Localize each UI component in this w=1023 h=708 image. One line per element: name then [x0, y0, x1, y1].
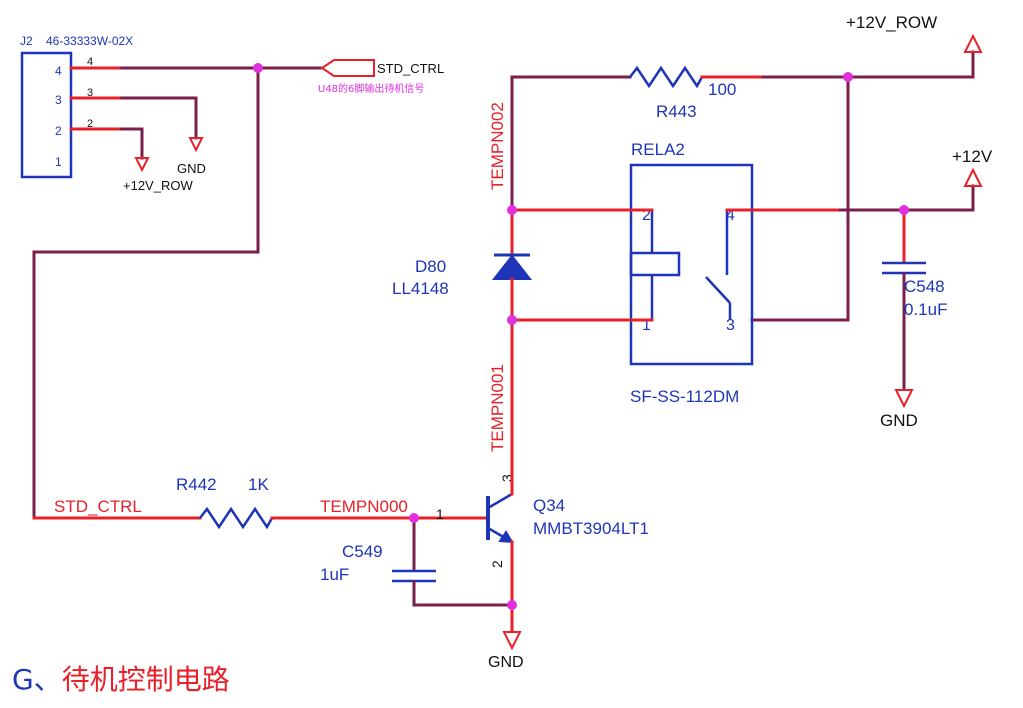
- rela2-ref: RELA2: [631, 140, 685, 159]
- relay-rela2: RELA2 SF-SS-112DM 2 4 1 3: [629, 140, 754, 406]
- gnd-label: GND: [177, 161, 206, 176]
- connector-j2: J2 46-33333W-02X 4 3 2 1 4 3 2: [20, 34, 133, 179]
- resistor-zigzag-icon: [199, 506, 274, 530]
- wire-pin2-12vrow: [120, 127, 144, 160]
- relay-body: [629, 163, 754, 366]
- junction-dot: [507, 315, 517, 325]
- wire-12vrow: [700, 50, 975, 79]
- r442-ref: R442: [176, 475, 217, 494]
- gnd-symbol-connector: GND: [177, 137, 206, 176]
- emitter-arrow-icon: [498, 530, 514, 544]
- connector-pin-label: 4: [55, 64, 62, 78]
- junction-dot: [409, 513, 419, 523]
- v12row-label: +12V_ROW: [846, 13, 937, 32]
- diode-triangle-icon: [491, 254, 533, 280]
- std-ctrl-note: U48的6脚输出待机信号: [318, 82, 424, 95]
- power-arrow-icon: [963, 33, 983, 53]
- relay-pin-label: 4: [726, 207, 735, 224]
- std-ctrl-port: STD_CTRL U48的6脚输出待机信号: [318, 59, 444, 95]
- c549-ref: C549: [342, 542, 383, 561]
- connector-ref: J2: [20, 34, 33, 48]
- c548-ref: C548: [904, 277, 945, 296]
- capacitor-c548: C548 0.1uF: [882, 208, 947, 390]
- c549-value: 1uF: [320, 565, 349, 584]
- relay-pin-label: 3: [726, 317, 735, 334]
- wire-std-ctrl: [32, 66, 260, 520]
- gnd-symbol-q34: GND: [488, 631, 524, 671]
- connector-pin-number: 4: [87, 56, 93, 68]
- caption-letter: G、: [12, 663, 62, 696]
- rela2-value: SF-SS-112DM: [630, 387, 739, 406]
- wire-relay-contact3: [750, 75, 850, 322]
- tempn000-label: TEMPN000: [320, 497, 408, 516]
- power-symbol-12vrow: +12V_ROW: [846, 13, 983, 53]
- transistor-q34: 1 2 3 Q34 MMBT3904LT1: [436, 474, 649, 568]
- resistor-r443: R443 100: [629, 65, 736, 121]
- q34-ref: Q34: [533, 496, 565, 515]
- c548-value: 0.1uF: [904, 300, 947, 319]
- caption-title: 待机控制电路: [61, 663, 230, 696]
- q34-value: MMBT3904LT1: [533, 519, 649, 538]
- connector-pin-number: 2: [87, 118, 93, 130]
- ground-arrow-icon: [188, 137, 204, 153]
- r443-value: 100: [708, 80, 736, 99]
- diode-d80: D80 LL4148: [392, 208, 533, 322]
- ground-arrow-icon: [894, 389, 914, 409]
- connector-pin-label: 1: [55, 155, 62, 169]
- r443-ref: R443: [656, 102, 697, 121]
- d80-ref: D80: [415, 257, 446, 276]
- wire-pin3-gnd: [120, 96, 198, 140]
- relay-pin-label: 2: [642, 207, 651, 224]
- gnd-label: GND: [880, 411, 918, 430]
- power-symbol-12v: +12V: [952, 147, 993, 187]
- junction-dot: [253, 63, 263, 73]
- tempn002-label: TEMPN002: [488, 102, 507, 190]
- wire-tempn002: [510, 75, 632, 212]
- r442-value: 1K: [248, 475, 269, 494]
- wire-12v: [838, 184, 975, 212]
- relay-switch-icon: [705, 276, 731, 304]
- connector-pin-label: 2: [55, 124, 62, 138]
- relay-pin-label: 1: [642, 317, 651, 334]
- ground-arrow-icon: [502, 631, 522, 651]
- junction-dot: [507, 600, 517, 610]
- figure-caption: G、待机控制电路: [12, 662, 230, 698]
- power-symbol-connector: +12V_ROW: [123, 157, 193, 193]
- gnd-label: GND: [488, 654, 524, 671]
- capacitor-c549: C549 1uF: [320, 516, 436, 607]
- transistor-collector-icon: [487, 492, 513, 510]
- connector-part: 46-33333W-02X: [46, 34, 133, 48]
- connector-pin-number: 3: [87, 87, 93, 99]
- tempn001-label: TEMPN001: [488, 364, 507, 452]
- connector-body: [20, 51, 73, 179]
- relay-coil-icon: [629, 251, 681, 277]
- power-arrow-icon: [963, 167, 983, 187]
- q34-pin-base: 1: [436, 506, 444, 522]
- resistor-r442: R442 1K: [176, 475, 274, 530]
- v12row-label-connector: +12V_ROW: [123, 178, 193, 193]
- port-arrow-icon: [320, 59, 375, 77]
- q34-pin-emitter: 2: [489, 560, 505, 568]
- junction-dot: [507, 205, 517, 215]
- d80-value: LL4148: [392, 279, 449, 298]
- q34-pin-collector: 3: [499, 474, 515, 482]
- std-ctrl-net-label: STD_CTRL: [54, 497, 142, 516]
- std-ctrl-port-label: STD_CTRL: [377, 61, 444, 76]
- connector-pin-label: 3: [55, 93, 62, 107]
- gnd-symbol-c548: GND: [880, 389, 918, 430]
- power-arrow-icon: [134, 157, 150, 173]
- junction-dot: [843, 72, 853, 82]
- v12-label: +12V: [952, 147, 993, 166]
- junction-dot: [899, 205, 909, 215]
- resistor-zigzag-icon: [629, 65, 704, 89]
